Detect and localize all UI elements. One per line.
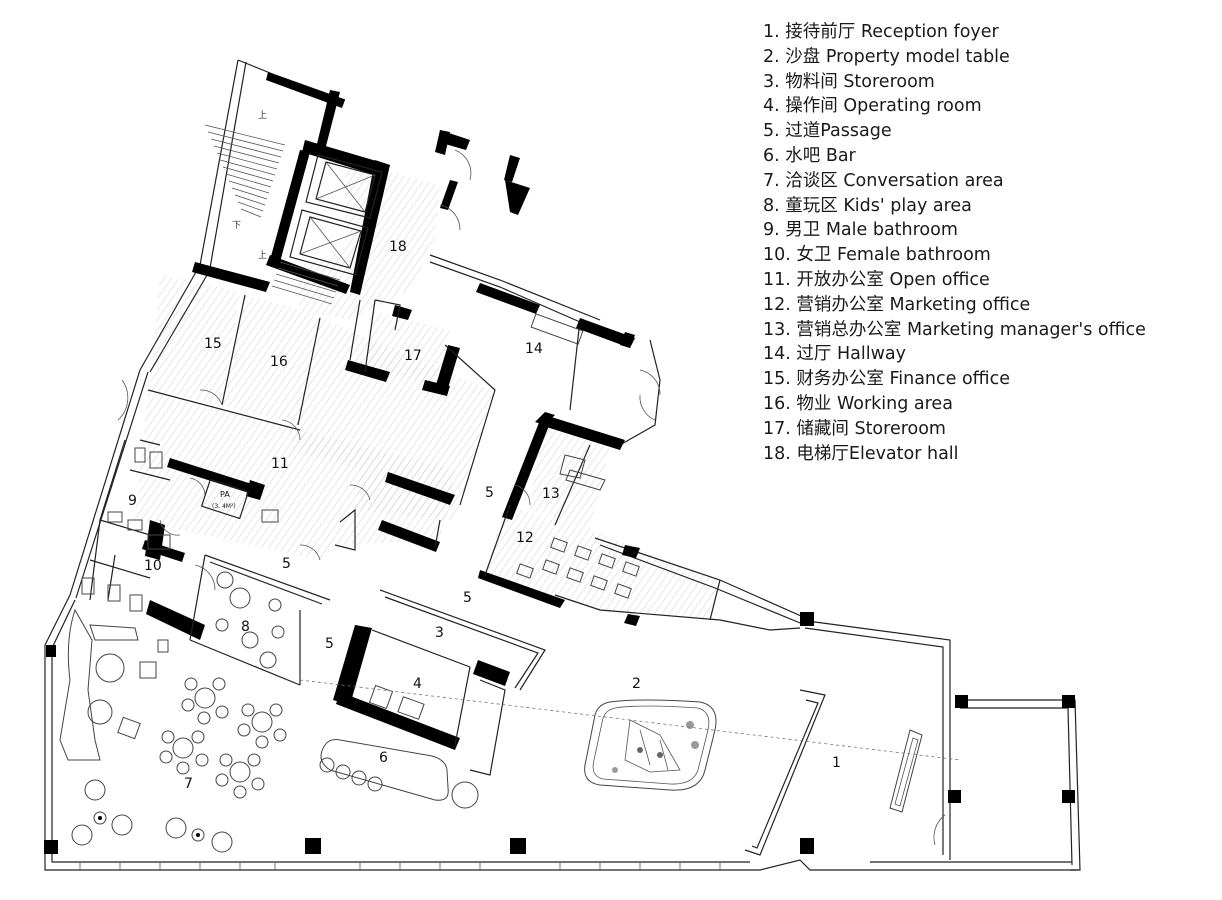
bar-counter [319, 739, 479, 809]
reception-desk [299, 679, 961, 813]
room-number-18: 18 [389, 239, 407, 255]
room-number-16: 16 [270, 354, 288, 370]
table-cluster [159, 730, 209, 775]
hatched-floors [135, 160, 720, 620]
table-cluster [237, 703, 287, 749]
window-ticks [79, 862, 721, 870]
legend-item: 2. 沙盘 Property model table [763, 46, 1010, 67]
doors [117, 149, 946, 846]
legend-item: 4. 操作间 Operating room [763, 96, 982, 117]
stair-down-label: 下 [232, 221, 241, 231]
room-number-5: 5 [282, 556, 291, 572]
pa-label: PA [220, 490, 230, 499]
legend-item: 13. 营销总办公室 Marketing manager's office [763, 319, 1146, 340]
room-number-1: 1 [832, 755, 841, 771]
room-number-11: 11 [271, 456, 289, 472]
room-number-9: 9 [128, 493, 137, 509]
room-number-4: 4 [413, 676, 422, 692]
room-number-2: 2 [632, 676, 641, 692]
room-number-5: 5 [463, 590, 472, 606]
room-numbers: 1 2 3 4 5 5 5 5 6 7 8 9 10 11 12 13 14 1… [128, 239, 841, 792]
elevator-icon [305, 154, 383, 219]
legend-item: 5. 过道Passage [763, 121, 892, 142]
legend-item: 12. 营销办公室 Marketing office [763, 294, 1031, 315]
furniture [59, 313, 961, 853]
room-number-12: 12 [516, 530, 534, 546]
legend-item: 3. 物料间 Storeroom [763, 71, 935, 92]
walls [44, 72, 1075, 854]
legend-item: 10. 女卫 Female bathroom [763, 245, 991, 266]
legend-item: 14. 过厅 Hallway [763, 344, 906, 365]
room-number-6: 6 [379, 750, 388, 766]
room-number-13: 13 [542, 486, 560, 502]
room-number-7: 7 [184, 776, 193, 792]
stair-treads [204, 124, 341, 305]
legend-item: 11. 开放办公室 Open office [763, 269, 990, 290]
legend-item: 1. 接待前厅 Reception foyer [763, 22, 999, 42]
pa-room: PA (3, 4M²) [200, 478, 250, 520]
legend-item: 15. 财务办公室 Finance office [763, 369, 1010, 390]
room-number-5: 5 [485, 485, 494, 501]
stair-up-label: 上 [258, 250, 267, 261]
legend-item: 7. 洽谈区 Conversation area [763, 170, 1004, 191]
table-cluster [181, 677, 229, 725]
model-table [584, 699, 717, 791]
stair-core: 上 下 上 [204, 110, 383, 305]
legend-item: 6. 水吧 Bar [763, 145, 856, 166]
legend-item: 18. 电梯厅Elevator hall [763, 443, 959, 464]
room-number-14: 14 [525, 341, 543, 357]
room-number-15: 15 [204, 336, 222, 352]
room-number-8: 8 [241, 619, 250, 635]
legend-item: 17. 储藏间 Storeroom [763, 418, 946, 439]
room-number-5: 5 [325, 636, 334, 652]
legend-item: 16. 物业 Working area [763, 393, 953, 414]
table-cluster [215, 753, 265, 799]
partitions [89, 294, 826, 856]
stair-up-label: 上 [258, 110, 267, 121]
elevator-icon [289, 209, 369, 276]
legend-item: 9. 男卫 Male bathroom [763, 220, 958, 241]
room-legend: 1. 接待前厅 Reception foyer 2. 沙盘 Property m… [763, 20, 1146, 466]
desk-row [516, 537, 640, 599]
room-number-10: 10 [144, 558, 162, 574]
legend-item: 8. 童玩区 Kids' play area [763, 195, 972, 216]
room-number-3: 3 [435, 625, 444, 641]
room-number-17: 17 [404, 348, 422, 364]
pa-area-label: (3, 4M²) [212, 503, 236, 510]
